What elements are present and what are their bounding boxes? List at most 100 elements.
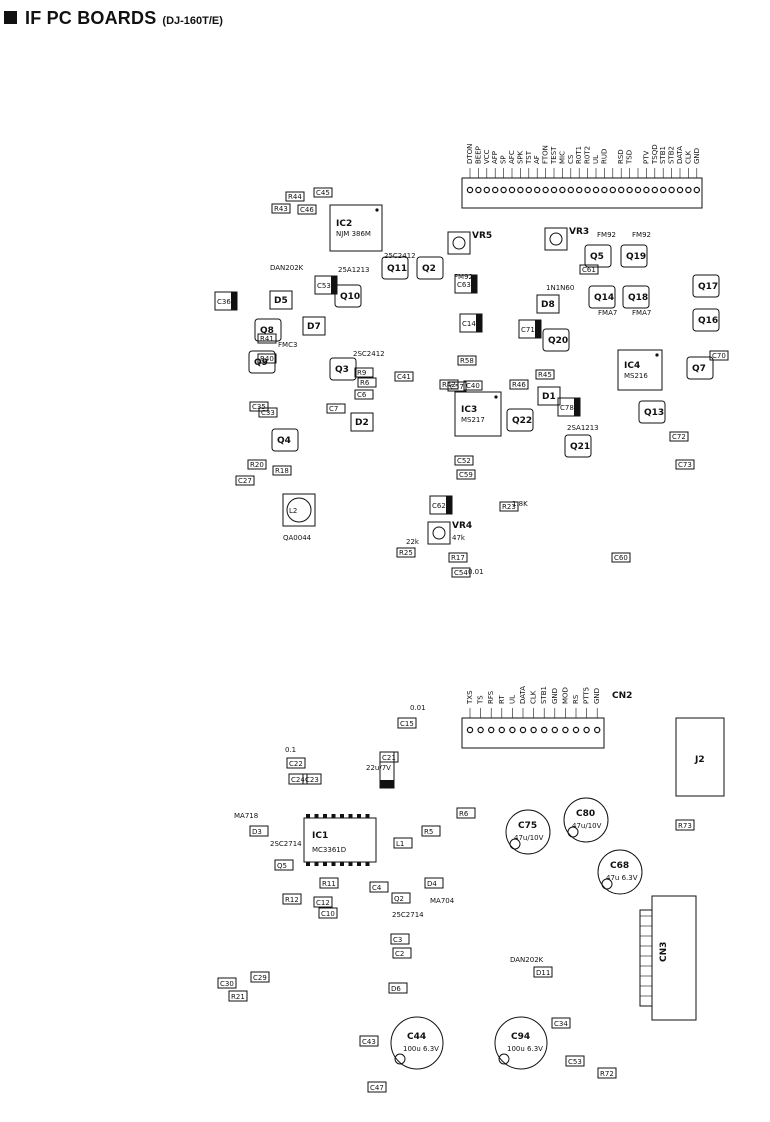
cap-C68-polarity xyxy=(601,878,613,890)
annotation-b-01: 0.1 xyxy=(285,746,296,754)
part-R12-label: R12 xyxy=(285,896,299,904)
connector-a-pin xyxy=(634,186,642,194)
connector-b-pin xyxy=(572,726,580,734)
vr3-label: VR3 xyxy=(569,227,589,237)
connector-a-pin-label: R0T1 xyxy=(575,146,583,164)
part-C43-label: C43 xyxy=(362,1038,376,1046)
vr4-knob xyxy=(432,526,446,540)
ic3-pin1-dot xyxy=(494,395,498,399)
cap-C44-body xyxy=(390,1016,444,1070)
cap-C44-polarity xyxy=(394,1053,406,1065)
part-D6-body xyxy=(388,982,408,994)
part-R46-body xyxy=(509,379,529,390)
ic1-pin-top xyxy=(348,814,353,818)
ic2-pin1-dot xyxy=(375,208,379,212)
transistor-Q8-body xyxy=(254,318,282,342)
annotation-18k: 1.8K xyxy=(512,500,528,508)
part-D3-body xyxy=(249,825,269,837)
ic1-pin-bottom xyxy=(348,862,353,866)
part-C22-label: C22 xyxy=(289,760,303,768)
part-C24-body xyxy=(288,773,308,785)
vr3-body xyxy=(544,227,568,251)
part-R43-label: R43 xyxy=(274,205,288,213)
transistor-Q17-label: Q17 xyxy=(698,282,718,292)
part-C34-label: C34 xyxy=(554,1020,568,1028)
transistor-Q14-label: Q14 xyxy=(594,293,614,303)
part-R41-label: R41 xyxy=(260,335,274,343)
coil-l2-body xyxy=(282,493,316,527)
diode-D7-body xyxy=(302,316,326,336)
transistor-Q14-body xyxy=(588,285,616,309)
part-C47-body xyxy=(367,1081,387,1093)
part-C54-label: C54 xyxy=(454,569,468,577)
part-D11-label: D11 xyxy=(536,969,550,977)
vr4-label: VR4 xyxy=(452,521,472,531)
part-C3-label: C3 xyxy=(393,936,402,944)
transistor-Q3-label: Q3 xyxy=(335,365,349,375)
connector-a-pin-label: DTON xyxy=(466,144,474,164)
transistor-Q9-body xyxy=(248,350,276,374)
connector-b-pin xyxy=(498,726,505,734)
cap-C63-label: C63 xyxy=(457,281,471,289)
ic1-pin-bottom xyxy=(314,862,319,866)
part-C23-label: C23 xyxy=(305,776,319,784)
part-C60-body xyxy=(611,552,631,563)
connector-a-pin xyxy=(601,186,608,194)
part-R12-body xyxy=(282,893,302,905)
part-C35-label: C35 xyxy=(252,403,266,411)
part-C30-body xyxy=(217,977,237,989)
part-C47-label: C47 xyxy=(370,1084,384,1092)
transistor-Q3-body xyxy=(329,357,357,381)
vr5-knob xyxy=(452,236,466,250)
connector-a-pin-label: DATA xyxy=(676,146,684,164)
ic1-pin-bottom xyxy=(323,862,327,866)
connector-a-pin-label: BEEP xyxy=(474,146,482,164)
part-C12-label: C12 xyxy=(316,899,330,907)
part-C33-label: C33 xyxy=(261,409,275,417)
annotation-b-25c2714: 25C2714 xyxy=(392,911,424,919)
part-C60-label: C60 xyxy=(614,554,628,562)
part-C53-label: C53 xyxy=(568,1058,582,1066)
ic1-ref: IC1 xyxy=(312,831,328,841)
transistor-Q13-body xyxy=(638,400,666,424)
connector-b-pin xyxy=(477,726,484,734)
cap-C94-polarity xyxy=(498,1053,510,1065)
connector-b-pin-label: TXS xyxy=(466,690,474,705)
part-C45-label: C45 xyxy=(316,189,330,197)
annotation-b-001: 0.01 xyxy=(410,704,426,712)
part-R58-label: R58 xyxy=(460,357,474,365)
cap-C44-ref: C44 xyxy=(407,1032,426,1042)
transistor-Q11-label: Q11 xyxy=(387,264,407,274)
part-R9-label: R9 xyxy=(357,369,366,377)
transistor-Q2-label: Q2 xyxy=(422,264,436,274)
connector-b-pin xyxy=(583,726,590,734)
cap-C44-value: 100u 6.3V xyxy=(403,1045,439,1053)
header-model: (DJ-160T/E) xyxy=(162,15,223,27)
connector-a-pin-label: AFC xyxy=(508,150,516,164)
transistor-Q16-label: Q16 xyxy=(698,316,718,326)
part-C70-body xyxy=(709,350,729,361)
part-C10-body xyxy=(318,907,338,919)
diode-D5-body xyxy=(269,290,293,310)
transistor-Q21-label: Q21 xyxy=(570,442,590,452)
part-D11-body xyxy=(533,966,553,978)
connector-a-pin-label: TEST xyxy=(550,146,558,165)
part-R17-label: R17 xyxy=(451,554,465,562)
connector-b-pin-label: GND xyxy=(551,688,559,704)
connector-a-pin-label: UL xyxy=(592,155,600,164)
part-R46-label: R46 xyxy=(512,381,526,389)
part-C54-body xyxy=(451,567,471,578)
connector-a-pin-label: PTV xyxy=(642,151,650,164)
ic1-pin-top xyxy=(357,814,361,818)
cap-C78-label: C78 xyxy=(560,404,574,412)
connector-b-pin xyxy=(466,726,474,734)
connector-a-pin xyxy=(643,186,650,194)
ic1-pin-top xyxy=(365,814,370,818)
connector-a-pin-label: R0T2 xyxy=(584,146,592,164)
vr4-body xyxy=(427,521,451,545)
part-R20-label: R20 xyxy=(250,461,264,469)
connector-a-pin-label: TST xyxy=(525,150,533,165)
diode-D1-label: D1 xyxy=(542,392,556,402)
part-R23-body xyxy=(499,501,519,512)
